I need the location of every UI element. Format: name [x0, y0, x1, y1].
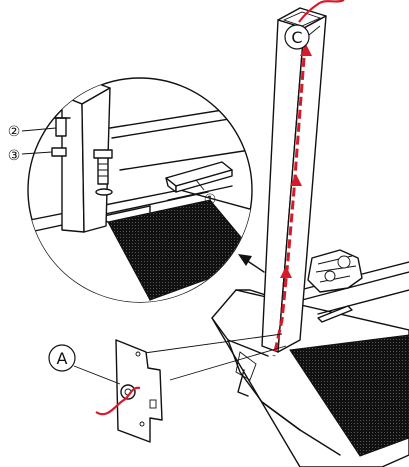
washer-part-3	[51, 147, 67, 157]
callout-a: A	[48, 344, 121, 385]
callout-a-label: A	[57, 349, 68, 368]
motor-bracket	[307, 249, 363, 293]
part-1-label: ①	[204, 192, 217, 208]
inset-a-bracket	[95, 339, 163, 443]
callout-part-3: ③	[8, 148, 53, 164]
callout-c-label: C	[291, 28, 302, 47]
running-belt	[289, 334, 409, 457]
detail-zoom-view	[27, 77, 253, 303]
zoom-belt	[107, 199, 252, 301]
callout-c: C	[284, 24, 321, 50]
inset-leader-lines	[129, 333, 287, 381]
bolt-part-2	[51, 117, 71, 137]
cover-part-1	[165, 161, 233, 193]
bolt-zoom	[93, 149, 113, 196]
treadmill-base	[211, 249, 409, 467]
part-2-label: ②	[8, 124, 21, 140]
part-3-label: ③	[8, 148, 21, 164]
console-cable	[272, 0, 345, 357]
callout-part-1: ①	[195, 179, 217, 208]
screwdriver-tool	[317, 305, 353, 323]
callout-part-2: ②	[8, 124, 57, 140]
zoom-indicator-arrow	[238, 254, 265, 273]
